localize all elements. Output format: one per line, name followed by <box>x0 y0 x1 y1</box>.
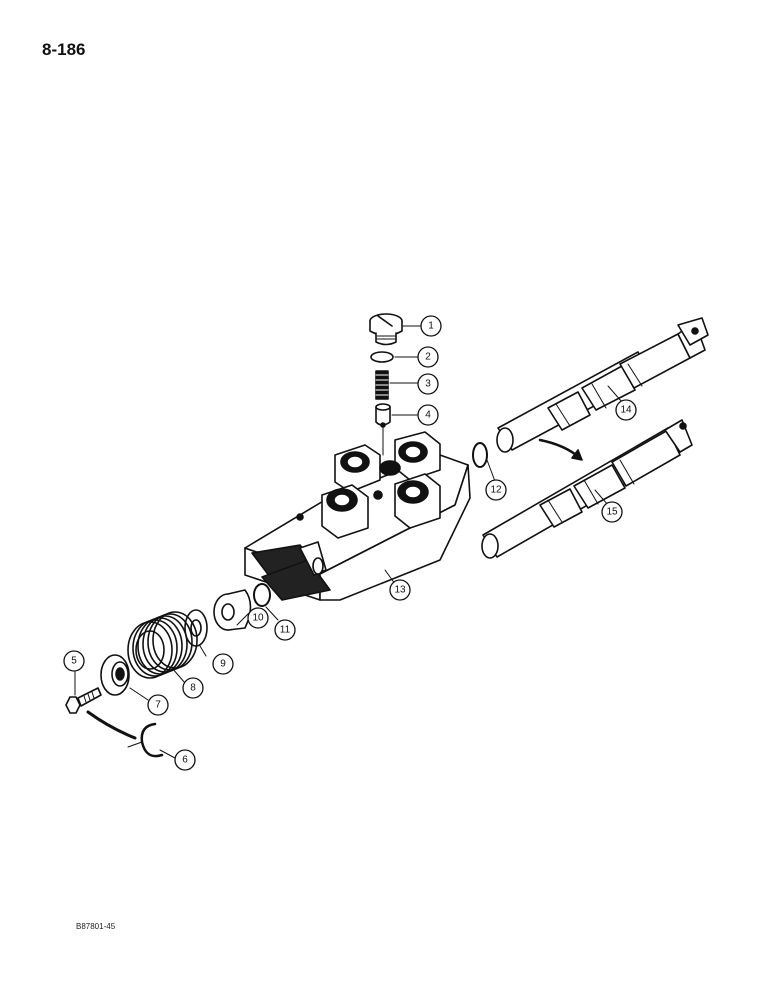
callout-10: 10 <box>252 613 264 624</box>
callout-8: 8 <box>190 683 196 694</box>
callout-14: 14 <box>620 405 632 416</box>
centering-spring <box>127 611 198 679</box>
callout-5: 5 <box>71 656 77 667</box>
callout-9: 9 <box>220 659 226 670</box>
callout-11: 11 <box>280 625 291 636</box>
spring-small <box>375 370 389 400</box>
callout-2: 2 <box>425 352 431 363</box>
callout-15: 15 <box>606 507 618 518</box>
o-ring <box>370 351 394 363</box>
port-boss <box>321 484 369 539</box>
callout-6: 6 <box>182 755 188 766</box>
e-clip <box>127 722 164 758</box>
callout-4: 4 <box>425 410 431 421</box>
spool <box>481 419 693 559</box>
callout-3: 3 <box>425 379 431 390</box>
port-boss <box>394 431 441 481</box>
callout-1: 1 <box>428 321 434 332</box>
cap-screw <box>65 687 102 714</box>
page-number: 8-186 <box>42 40 86 59</box>
port-boss <box>334 444 381 493</box>
poppet <box>375 403 391 456</box>
callout-12: 12 <box>490 485 502 496</box>
o-ring <box>472 442 488 468</box>
port-boss <box>394 473 441 529</box>
collar <box>213 589 252 631</box>
callout-7: 7 <box>155 700 161 711</box>
valve-body <box>244 431 471 601</box>
o-ring <box>253 583 271 607</box>
spring-seat <box>100 654 130 696</box>
callout-13: 13 <box>394 585 406 596</box>
spool <box>496 317 709 453</box>
plug <box>369 313 403 346</box>
assembly-arrow <box>86 710 137 740</box>
figure-reference: B87801-45 <box>76 922 116 931</box>
